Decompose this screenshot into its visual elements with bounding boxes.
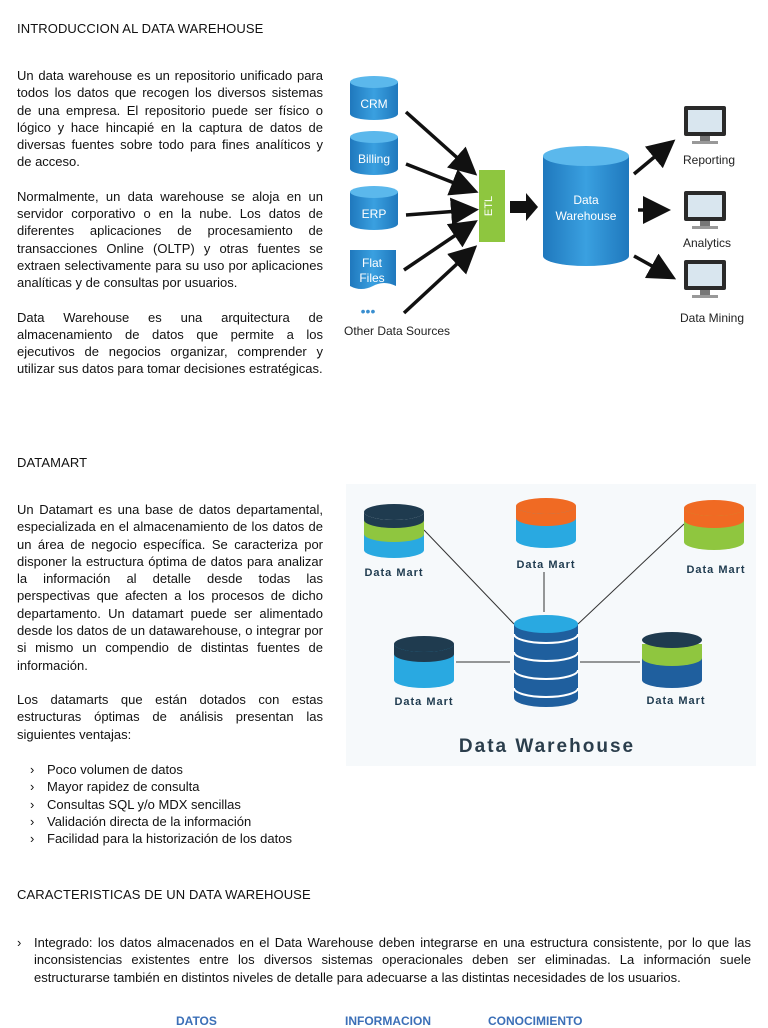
advantages-list: › Poco volumen de datos › Mayor rapidez de… bbox=[17, 761, 337, 847]
source-crm-label: CRM bbox=[360, 97, 387, 111]
analytics-label: Analytics bbox=[683, 236, 731, 250]
list-item: › Consultas SQL y/o MDX sencillas bbox=[17, 796, 337, 813]
label-datos: DATOS bbox=[176, 1014, 217, 1028]
data-mining-monitor-icon bbox=[684, 260, 726, 298]
ellipsis-icon: ••• bbox=[361, 303, 376, 319]
flat-files-line-1: Flat bbox=[362, 256, 383, 270]
section-heading-datamart: DATAMART bbox=[17, 455, 88, 470]
reporting-monitor-icon bbox=[684, 106, 726, 144]
intro-paragraph-2: Normalmente, un data warehouse se aloja … bbox=[17, 188, 323, 291]
section-heading-intro: INTRODUCCION AL DATA WAREHOUSE bbox=[17, 21, 264, 36]
list-item-text: Facilidad para la historización de los d… bbox=[47, 831, 292, 847]
etl-box bbox=[479, 170, 505, 242]
datamart-diagram: Data Mart Data Mart Data Mart Data Mart … bbox=[346, 484, 756, 766]
etl-label: ETL bbox=[483, 196, 495, 216]
data-mart-label: Data Mart bbox=[646, 695, 705, 707]
list-item-text: Mayor rapidez de consulta bbox=[47, 779, 200, 795]
source-flat-files: Flat Files bbox=[350, 250, 396, 289]
data-mart-mid-left: Data Mart bbox=[394, 636, 454, 708]
reporting-label: Reporting bbox=[683, 153, 735, 167]
bullet-marker: › bbox=[17, 935, 22, 950]
flat-files-line-2: Files bbox=[359, 271, 384, 285]
source-arrows bbox=[402, 110, 479, 315]
intro-paragraph-3: Data Warehouse es una arquitectura de al… bbox=[17, 309, 323, 377]
data-mart-label: Data Mart bbox=[394, 696, 453, 708]
etl-architecture-diagram: CRM Billing ERP Flat Files ••• Other Dat… bbox=[344, 76, 744, 338]
source-erp-label: ERP bbox=[362, 207, 387, 221]
label-conocimiento: CONOCIMIENTO bbox=[488, 1014, 583, 1028]
warehouse-line-1: Data bbox=[573, 193, 599, 207]
source-erp: ERP bbox=[350, 186, 398, 230]
datamart-text: Un Datamart es una base de datos departa… bbox=[17, 501, 323, 760]
bullet-marker: › bbox=[30, 779, 35, 795]
other-sources-label: Other Data Sources bbox=[344, 324, 450, 338]
label-informacion: INFORMACION bbox=[345, 1014, 431, 1028]
bullet-marker: › bbox=[30, 762, 35, 777]
data-mart-label: Data Mart bbox=[516, 559, 575, 571]
source-billing: Billing bbox=[350, 131, 398, 175]
source-crm: CRM bbox=[350, 76, 398, 120]
bullet-marker: › bbox=[30, 831, 35, 847]
bullet-marker: › bbox=[30, 796, 35, 812]
list-item: › Facilidad para la historización de los … bbox=[17, 830, 337, 847]
source-billing-label: Billing bbox=[358, 152, 390, 166]
caracteristicas-item-text: Integrado: los datos almacenados en el D… bbox=[34, 935, 751, 985]
etl-to-warehouse-arrow bbox=[510, 193, 538, 221]
data-mining-label: Data Mining bbox=[680, 311, 744, 325]
list-item-text: Poco volumen de datos bbox=[47, 762, 183, 777]
data-mart-top-left: Data Mart bbox=[364, 504, 424, 579]
data-mart-label: Data Mart bbox=[686, 564, 745, 576]
datamart-paragraph-1: Un Datamart es una base de datos departa… bbox=[17, 502, 323, 673]
data-mart-top-right: Data Mart bbox=[684, 500, 745, 576]
list-item: › Mayor rapidez de consulta bbox=[17, 778, 337, 795]
datamart-paragraph-2: Los datamarts que están dotados con esta… bbox=[17, 691, 323, 742]
section-heading-caracteristicas: CARACTERISTICAS DE UN DATA WAREHOUSE bbox=[17, 887, 311, 902]
caracteristicas-item: › Integrado: los datos almacenados en el… bbox=[17, 934, 751, 986]
data-mart-top-center: Data Mart bbox=[516, 498, 576, 571]
bullet-marker: › bbox=[30, 813, 35, 829]
list-item-text: Validación directa de la información bbox=[47, 813, 252, 829]
warehouse-line-2: Warehouse bbox=[556, 209, 617, 223]
connection-lines bbox=[423, 523, 685, 663]
central-data-warehouse-stack bbox=[513, 615, 579, 707]
intro-text: Un data warehouse es un repositorio unif… bbox=[17, 67, 323, 395]
analytics-monitor-icon bbox=[684, 191, 726, 229]
data-mart-label: Data Mart bbox=[364, 567, 423, 579]
data-mart-mid-right: Data Mart bbox=[642, 632, 705, 707]
list-item-text: Consultas SQL y/o MDX sencillas bbox=[47, 796, 241, 812]
list-item: › Validación directa de la información bbox=[17, 813, 337, 830]
list-item: › Poco volumen de datos bbox=[17, 761, 337, 778]
data-warehouse-title: Data Warehouse bbox=[459, 736, 635, 757]
data-warehouse-cylinder: Data Warehouse bbox=[543, 146, 629, 266]
intro-paragraph-1: Un data warehouse es un repositorio unif… bbox=[17, 68, 323, 170]
output-arrows bbox=[632, 139, 677, 280]
